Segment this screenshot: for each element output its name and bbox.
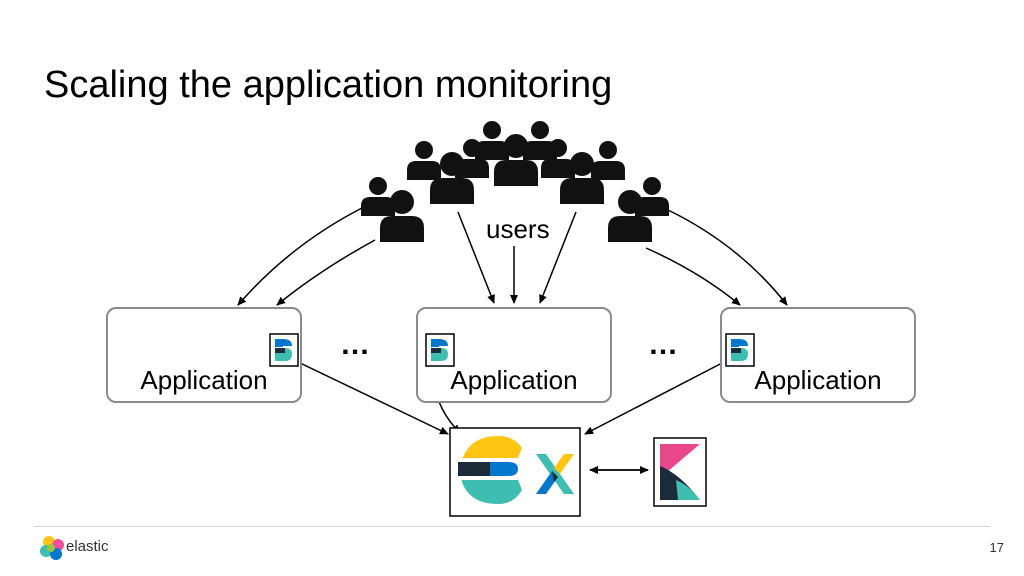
application-box: Application (720, 307, 916, 403)
ellipsis: … (340, 328, 372, 361)
elastic-stack-icon (449, 427, 581, 517)
elastic-logo-icon (40, 536, 64, 560)
footer-divider (34, 526, 990, 527)
beats-icon (725, 333, 755, 367)
kibana-icon (653, 437, 707, 507)
ellipsis: … (648, 328, 680, 361)
beats-icon (269, 333, 299, 367)
application-label: Application (450, 365, 578, 395)
page-number: 17 (989, 540, 1004, 555)
beats-icon (425, 333, 455, 367)
application-label: Application (754, 365, 882, 395)
users-label: users (486, 214, 550, 244)
slide-title: Scaling the application monitoring (44, 64, 613, 106)
application-label: Application (140, 365, 268, 395)
footer-logo-text: elastic (66, 538, 109, 555)
user-arrows (237, 207, 788, 306)
